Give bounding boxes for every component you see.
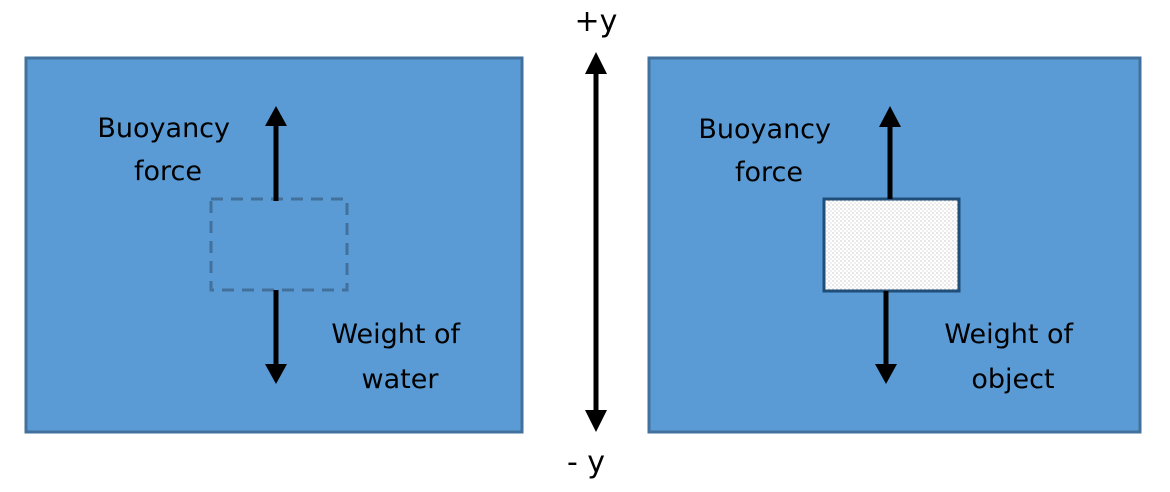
- y-axis-down-arrowhead: [585, 410, 607, 432]
- right-weight-label-line2: object: [971, 364, 1054, 395]
- right-weight-label-line1: Weight of: [944, 319, 1074, 350]
- left-weight-label-line2: water: [362, 364, 440, 395]
- right-buoyancy-label-line1: Buoyancy: [698, 114, 831, 145]
- left-weight-label-line1: Weight of: [331, 319, 461, 350]
- left-buoyancy-label-line2: force: [134, 156, 202, 187]
- left-weight-label: Weight of water: [331, 319, 468, 395]
- left-buoyancy-label: Buoyancy force: [97, 113, 238, 187]
- displaced-water-outline: [209, 197, 349, 292]
- y-axis-positive-label: +y: [575, 4, 618, 39]
- y-axis: +y - y: [567, 4, 618, 480]
- right-weight-label: Weight of object: [944, 319, 1081, 395]
- y-axis-negative-label: - y: [567, 445, 605, 480]
- left-buoyancy-arrow: [265, 106, 287, 201]
- right-buoyancy-label: Buoyancy force: [698, 114, 839, 188]
- right-buoyancy-label-line2: force: [735, 157, 803, 188]
- right-panel: Buoyancy force Weight of object: [647, 56, 1142, 434]
- left-panel: Buoyancy force Weight of water: [24, 56, 524, 434]
- submerged-object: [822, 197, 961, 293]
- right-buoyancy-arrow: [879, 106, 901, 199]
- y-axis-up-arrowhead: [585, 52, 607, 74]
- left-weight-arrow: [265, 290, 287, 384]
- left-buoyancy-label-line1: Buoyancy: [97, 113, 230, 144]
- right-weight-arrow: [875, 291, 897, 384]
